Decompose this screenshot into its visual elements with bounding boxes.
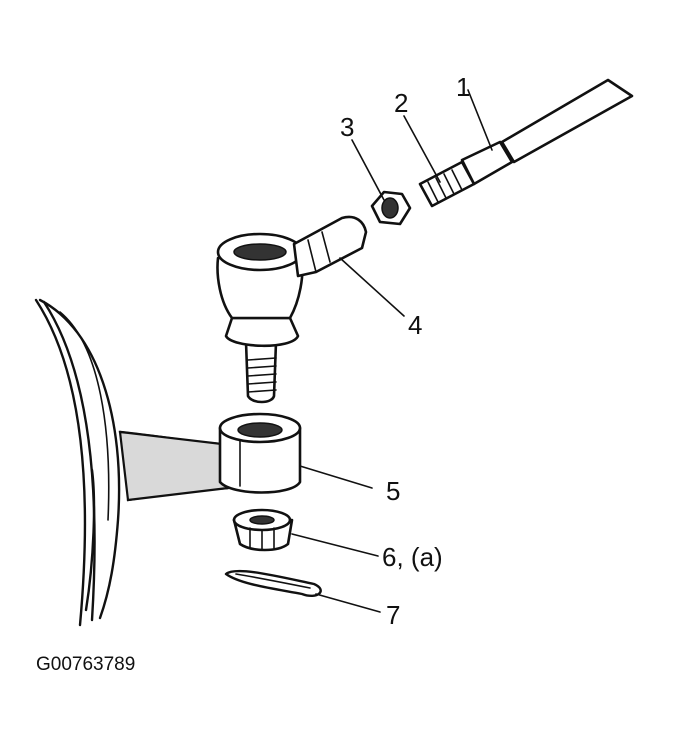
callout-4: 4 bbox=[408, 310, 422, 340]
callout-3: 3 bbox=[340, 112, 354, 142]
figure-id: G00763789 bbox=[36, 654, 135, 675]
cotter-pin bbox=[224, 569, 322, 598]
castellated-nut bbox=[232, 508, 294, 552]
leader-lines bbox=[291, 89, 493, 613]
steering-knuckle bbox=[34, 298, 230, 627]
tie-rod-end bbox=[216, 215, 368, 404]
steering-arm-eye bbox=[218, 412, 302, 494]
callout-6: 6, (a) bbox=[382, 542, 443, 572]
callout-7: 7 bbox=[386, 600, 400, 630]
jam-nut bbox=[370, 190, 412, 226]
callout-5: 5 bbox=[386, 476, 400, 506]
callout-1: 1 bbox=[456, 72, 470, 102]
callout-2: 2 bbox=[394, 88, 408, 118]
tie-rod bbox=[418, 78, 634, 208]
